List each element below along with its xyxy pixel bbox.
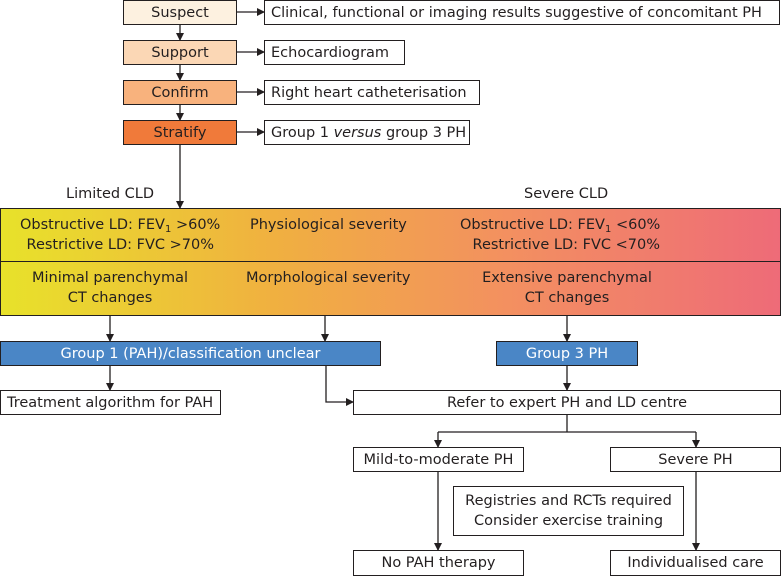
desc-stratify-pre: Group 1 [271, 124, 334, 141]
step-suspect: Suspect [123, 0, 237, 25]
severe-restrictive: Restrictive LD: FVC <70% [472, 237, 660, 253]
group1-label: Group 1 (PAH)/classification unclear [60, 345, 321, 362]
pah-algorithm-label: Treatment algorithm for PAH [7, 394, 214, 411]
limited-cld-label: Limited CLD [66, 186, 155, 202]
severe-morphology-text: Extensive parenchymal CT changes [467, 268, 667, 308]
severe-obstructive-post: <60% [611, 217, 661, 233]
no-pah-therapy-box: No PAH therapy [353, 550, 524, 576]
no-pah-therapy-label: No PAH therapy [381, 555, 496, 571]
severe-morphology-line2: CT changes [524, 290, 610, 306]
arrow-group1-refer [325, 366, 354, 406]
desc-stratify: Group 1 versus group 3 PH [264, 120, 470, 145]
severe-ph-label: Severe PH [658, 451, 733, 468]
limited-obstructive-sub: 1 [164, 224, 172, 235]
group3-label: Group 3 PH [525, 345, 609, 362]
limited-morphology-line2: CT changes [67, 290, 153, 306]
step-support: Support [123, 40, 237, 65]
pah-algorithm-box: Treatment algorithm for PAH [0, 390, 221, 415]
step-support-label: Support [151, 44, 209, 61]
step-stratify-label: Stratify [153, 124, 207, 141]
desc-stratify-text: Group 1 versus group 3 PH [271, 125, 466, 141]
limited-obstructive-pre: Obstructive LD: FEV [20, 217, 165, 233]
limited-morphology-text: Minimal parenchymal CT changes [10, 268, 210, 308]
limited-physiology-text: Obstructive LD: FEV1 >60% Restrictive LD… [20, 215, 220, 255]
individualised-care-label: Individualised care [627, 555, 764, 571]
physiological-severity-title: Physiological severity [250, 217, 407, 233]
mild-ph-box: Mild-to-moderate PH [353, 447, 524, 472]
mild-ph-label: Mild-to-moderate PH [363, 451, 514, 468]
morphological-severity-band [0, 261, 781, 316]
severe-obstructive-pre: Obstructive LD: FEV [460, 217, 605, 233]
severe-cld-label: Severe CLD [524, 186, 609, 202]
step-suspect-label: Suspect [151, 4, 209, 21]
morphological-severity-title: Morphological severity [246, 270, 411, 286]
registries-line2: Consider exercise training [473, 513, 664, 529]
group3-box: Group 3 PH [496, 341, 638, 366]
desc-confirm-text: Right heart catheterisation [271, 84, 467, 101]
severe-obstructive: Obstructive LD: FEV1 <60% [460, 215, 660, 235]
desc-suspect-text: Clinical, functional or imaging results … [271, 4, 762, 21]
step-stratify: Stratify [123, 120, 237, 145]
severe-ph-box: Severe PH [610, 447, 781, 472]
physiological-severity-band [0, 208, 781, 262]
desc-suspect: Clinical, functional or imaging results … [264, 0, 780, 25]
individualised-care-box: Individualised care [610, 550, 781, 576]
limited-morphology-line1: Minimal parenchymal [31, 270, 189, 286]
group1-box: Group 1 (PAH)/classification unclear [0, 341, 381, 366]
desc-support-text: Echocardiogram [271, 44, 390, 61]
desc-stratify-emphasis: versus [333, 124, 382, 141]
limited-obstructive: Obstructive LD: FEV1 >60% [20, 215, 220, 235]
severe-physiology-text: Obstructive LD: FEV1 <60% Restrictive LD… [460, 215, 660, 255]
step-confirm-label: Confirm [151, 84, 209, 101]
severe-morphology-line1: Extensive parenchymal [482, 270, 652, 286]
desc-support: Echocardiogram [264, 40, 405, 65]
desc-stratify-post: group 3 PH [381, 124, 467, 141]
registries-box: Registries and RCTs required Consider ex… [453, 486, 684, 536]
desc-confirm: Right heart catheterisation [264, 80, 480, 105]
severe-obstructive-sub: 1 [604, 224, 612, 235]
refer-label: Refer to expert PH and LD centre [446, 394, 688, 411]
limited-restrictive: Restrictive LD: FVC >70% [26, 237, 214, 253]
step-confirm: Confirm [123, 80, 237, 105]
limited-obstructive-post: >60% [171, 217, 221, 233]
registries-line1: Registries and RCTs required [465, 493, 672, 509]
refer-box: Refer to expert PH and LD centre [353, 390, 781, 415]
